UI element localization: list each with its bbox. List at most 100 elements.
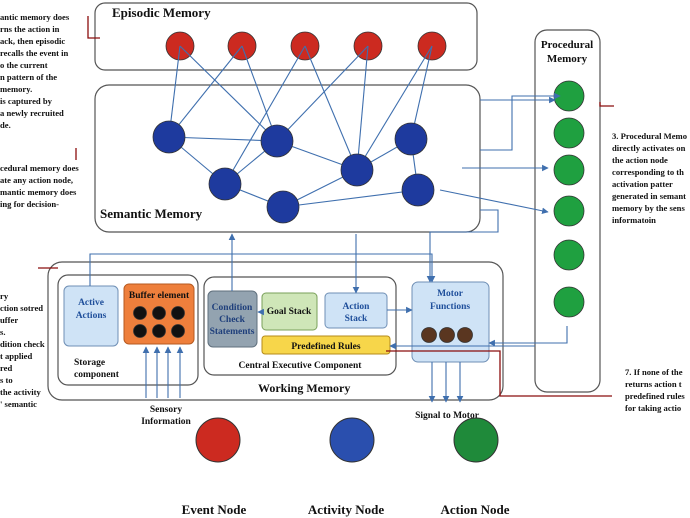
annotation-line: generated in semant [612,191,686,201]
annotation-line: 3. Procedural Memo [612,131,687,141]
annotation-pointers [38,16,614,397]
episodic-memory-box [94,2,478,71]
annotation-line: for taking actio [625,403,681,413]
condition-check-label-line3: Statements [210,327,255,337]
annotation-line: dition check [0,339,45,349]
buffer-dot [133,306,147,320]
action-nodes [553,80,585,318]
annotation-line: n pattern of the [0,72,57,82]
annotation-line: cedural memory does [0,163,79,173]
predefined-rules-label: Predefined Rules [291,342,361,352]
node-link [241,45,278,142]
buffer-dot [171,324,185,338]
annotation-line: s to [0,375,13,385]
annotation-line: rns the action in [0,24,60,34]
condition-check-label-line1: Condition [212,303,253,313]
annotation-line: o the current [0,60,48,70]
annotation-line: antic memory does [0,12,70,22]
annotation-line: ack, then episodic [0,36,65,46]
activity-node [260,124,294,158]
procedural-memory-title-line2: Memory [547,53,588,65]
storage-component-label-line1: Storage [74,358,105,368]
activity-node [208,167,242,201]
working-memory-title: Working Memory [258,381,350,395]
annotation-line: informatoin [612,215,656,225]
annotation-lower-left: ry ction sotred uffer s. dition check t … [0,291,45,409]
annotation-line: ate any action node, [0,175,73,185]
node-link [356,45,433,171]
buffer-dots [133,306,185,338]
flow-arrows [89,92,568,403]
motor-dot [421,327,437,343]
action-stack-label-line1: Action [343,302,371,312]
node-link [276,45,369,142]
goal-stack-label: Goal Stack [267,307,312,317]
buffer-element-label: Buffer element [129,291,190,301]
annotation-middle-left: cedural memory does ate any action node,… [0,163,79,209]
legend-action-node-label: Action Node [441,502,510,517]
node-link [304,45,358,171]
annotation-line: the activity [0,387,42,397]
action-stack-label-line2: Stack [345,314,368,324]
annotation-line: mantic memory does [0,187,77,197]
signal-to-motor-label: Signal to Motor [415,411,480,421]
storage-component-label-line2: component [74,370,120,380]
node-link [282,189,419,208]
central-executive-label: Central Executive Component [239,361,363,371]
motor-functions-label-line2: Functions [430,302,470,312]
central-executive-box [203,276,397,376]
action-node [553,154,585,186]
activity-node [152,120,186,154]
action-node [553,195,585,227]
activity-node [394,122,428,156]
annotation-line: ' semantic [0,399,37,409]
annotation-line: is captured by [0,96,53,106]
semantic-memory-title: Semantic Memory [100,206,203,221]
annotation-line: the action node [612,155,668,165]
annotation-line: recalls the event in [0,48,69,58]
active-actions-label-line2: Actions [76,311,107,321]
node-link [356,45,369,171]
action-node [553,117,585,149]
legend: Event Node Activity Node Action Node [182,417,510,517]
motor-dot [439,327,455,343]
annotation-line: a newly recruited [0,108,64,118]
legend-event-node-swatch [195,417,241,463]
annotation-top-left: antic memory does rns the action in ack,… [0,12,70,130]
legend-action-node-swatch [453,417,499,463]
buffer-dot [152,324,166,338]
storage-component-box [57,274,199,386]
annotation-line: t applied [0,351,32,361]
activity-node [340,153,374,187]
annotation-line: memory. [0,84,32,94]
activity-nodes [152,120,435,224]
annotation-right-top: 3. Procedural Memo directly activates on… [612,131,687,225]
annotation-line: uffer [0,315,18,325]
annotation-line: s. [0,327,6,337]
buffer-dot [133,324,147,338]
annotation-line: directly activates on [612,143,686,153]
node-link [224,45,306,185]
activity-node [266,190,300,224]
buffer-dot [152,306,166,320]
legend-event-node-label: Event Node [182,502,247,517]
node-link [168,45,243,138]
annotation-line: ction sotred [0,303,43,313]
node-link [168,136,278,142]
buffer-dot [171,306,185,320]
node-link [179,45,278,142]
procedural-memory-title-line1: Procedural [541,39,593,51]
legend-activity-node-swatch [329,417,375,463]
activity-node [401,173,435,207]
legend-activity-node-label: Activity Node [308,502,384,517]
sensory-information-line2: Information [141,417,191,427]
motor-functions-label-line1: Motor [437,289,464,299]
active-actions-label-line1: Active [78,298,104,308]
action-node [553,286,585,318]
annotation-line: ing for decision- [0,199,59,209]
procedural-memory-box [534,29,601,393]
working-memory-box [47,261,504,401]
episodic-memory-title: Episodic Memory [112,5,211,20]
semantic-memory-box [94,84,481,233]
